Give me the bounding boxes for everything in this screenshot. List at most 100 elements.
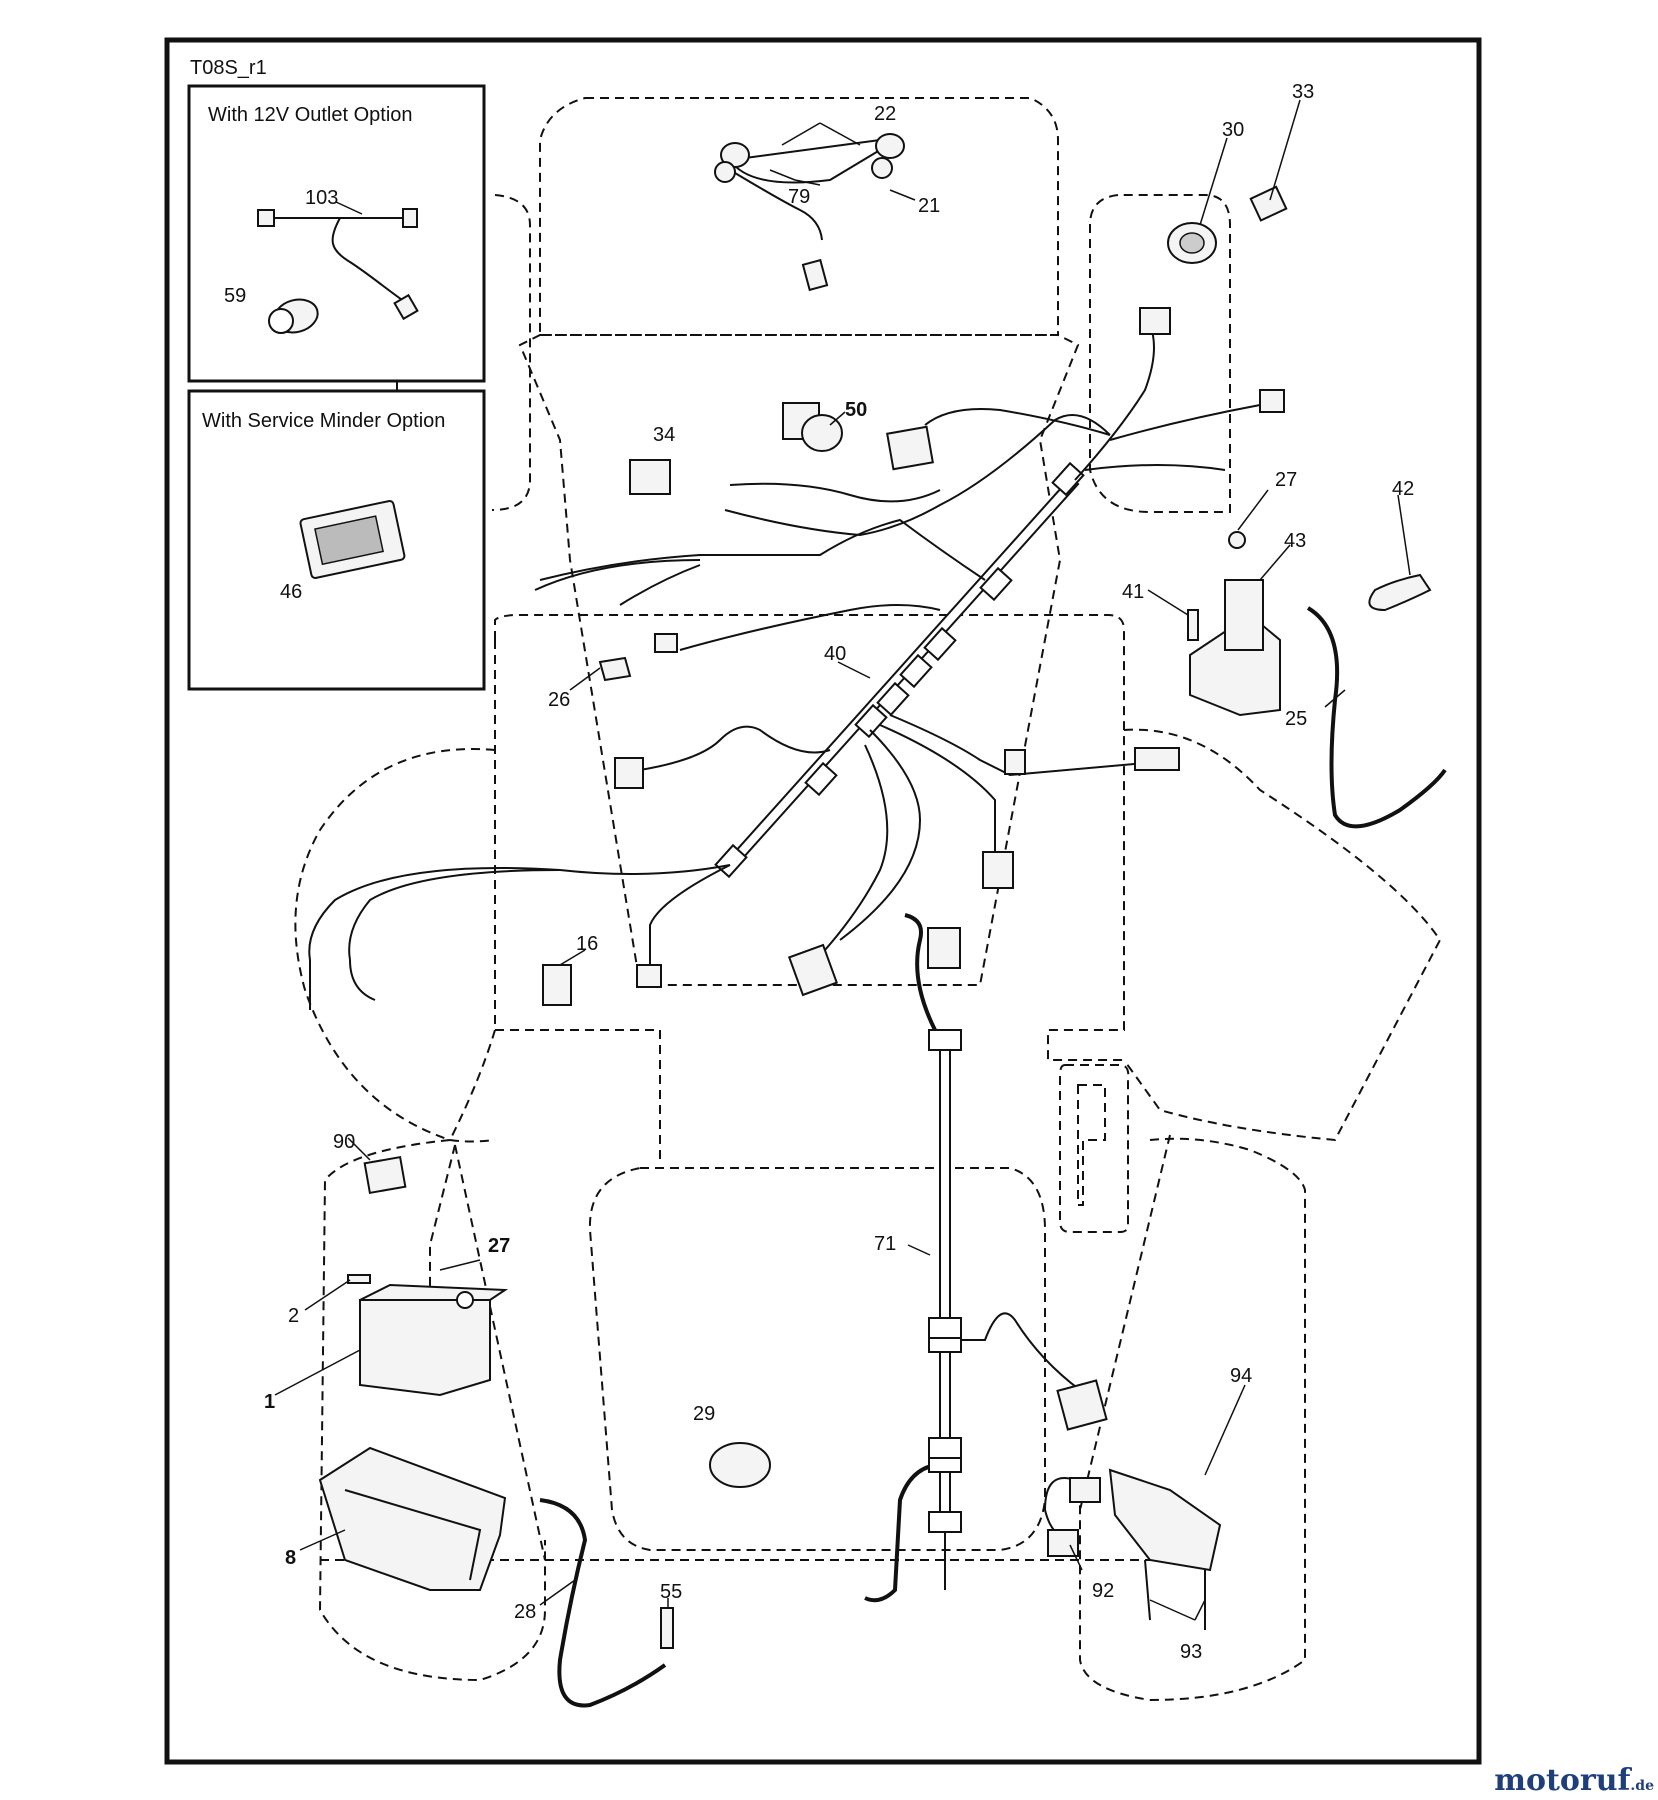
callout-33: 33 (1292, 81, 1314, 103)
callout-93: 93 (1180, 1641, 1202, 1663)
harness-branch-switch34b (724, 414, 1111, 537)
rear-right-link (1079, 1134, 1171, 1511)
callout-8: 8 (285, 1547, 296, 1569)
callout-43: 43 (1284, 530, 1306, 552)
harness-branch-headlight2 (534, 559, 701, 591)
ignition-switch (1167, 222, 1217, 264)
harness-branch-module (639, 725, 831, 771)
right-fender (1123, 728, 1442, 1142)
rear-harness-clips (928, 1029, 962, 1533)
battery-1 (359, 1283, 509, 1397)
chassis-left (494, 640, 661, 1160)
outlet-connector-right (402, 208, 418, 228)
harness-branch-solenoid (1084, 464, 1226, 471)
harness-branch-pto (1109, 404, 1261, 441)
module-connector (787, 943, 839, 997)
callout-28: 28 (514, 1601, 536, 1623)
watermark-brand: motoruf (1494, 1763, 1631, 1798)
harness-branch-down3 (824, 744, 889, 951)
connector-down (982, 851, 1014, 889)
callout-55: 55 (660, 1581, 682, 1603)
callout-16: 16 (576, 933, 598, 955)
outlet-harness (260, 217, 410, 303)
callout-27-top: 27 (1275, 469, 1297, 491)
harness-branch-left-ground2 (348, 869, 561, 1001)
diagram-frame (164, 37, 1482, 1765)
callout-90: 90 (333, 1131, 355, 1153)
callout-50: 50 (845, 399, 867, 421)
callout-46: 46 (280, 581, 302, 603)
harness-branch-ignition (1074, 324, 1155, 481)
callout-40: 40 (824, 643, 846, 665)
callout-labels: 103 59 46 22 79 21 30 33 50 34 27 42 43 … (224, 81, 1414, 1663)
callout-1: 1 (264, 1391, 275, 1413)
harness-branch-left-ground (308, 864, 731, 1010)
diagram-code: T08S_r1 (190, 57, 267, 79)
callout-27-battery: 27 (488, 1235, 510, 1257)
left-wheel-arc (294, 748, 496, 1143)
watermark-tld: .de (1630, 1778, 1654, 1794)
connector-left-mid (614, 757, 644, 789)
harness-branch-down2 (839, 729, 922, 941)
callout-94: 94 (1230, 1365, 1252, 1387)
outlet-option-box (187, 84, 486, 383)
headlight-assembly (714, 133, 905, 292)
callout-41: 41 (1122, 581, 1144, 603)
rear-harness-top (904, 913, 937, 1031)
service-minder-module (299, 500, 406, 579)
harness-branch-down (879, 724, 996, 855)
harness-clips (714, 461, 1085, 879)
callout-34: 34 (653, 424, 675, 446)
service-minder-title: With Service Minder Option (202, 410, 445, 432)
harness-branch-switch34 (729, 482, 941, 503)
callout-79: 79 (788, 186, 810, 208)
battery-bolt-2 (347, 1274, 371, 1284)
right-panel-top (1089, 194, 1231, 513)
connector-26-area (654, 633, 678, 653)
harness-branch-headlight (539, 518, 986, 581)
seat-switch-connector (636, 964, 662, 988)
callout-71: 71 (874, 1233, 896, 1255)
solenoid-43 (1189, 531, 1281, 717)
connector-pto (1259, 389, 1285, 413)
battery-tray-area (318, 1139, 546, 1682)
ignition-key (1249, 185, 1288, 222)
seat-pan (588, 1167, 1046, 1551)
callout-21: 21 (918, 195, 940, 217)
callout-2: 2 (288, 1305, 299, 1327)
outlet-socket-face (268, 308, 294, 334)
bolt-55 (660, 1607, 674, 1649)
connector-rh (1004, 749, 1026, 775)
leaders (274, 99, 1411, 1621)
switch-34 (629, 459, 671, 495)
outlet-connector-end (393, 293, 419, 321)
battery-tray-8 (318, 1446, 507, 1591)
connector-top-right (1139, 307, 1171, 335)
rear-right-area (1079, 1137, 1306, 1702)
left-fender-top (491, 194, 531, 511)
connector-rh-end (1134, 747, 1180, 771)
rear-harness-ground (864, 1463, 936, 1603)
bolt-41 (1187, 609, 1199, 641)
outlet-option-title: With 12V Outlet Option (208, 104, 413, 126)
callout-25: 25 (1285, 708, 1307, 730)
harness-branch-seat (679, 604, 941, 651)
decal-panel (886, 425, 934, 471)
callout-42: 42 (1392, 478, 1414, 500)
relay-90 (363, 1155, 407, 1195)
outlet-connector-left (257, 209, 275, 227)
callout-59: 59 (224, 285, 246, 307)
module-94 (1069, 1468, 1222, 1572)
ground-cable-28 (539, 1498, 667, 1708)
harness-branch-seat-switch (649, 864, 731, 965)
harness-branch-plug (924, 408, 1111, 436)
wheel-well-left (449, 1029, 496, 1141)
callout-22: 22 (874, 103, 896, 125)
rear-top-connector (927, 927, 961, 969)
callout-26: 26 (548, 689, 570, 711)
fuse-26 (598, 656, 632, 682)
rear-harness-branch-94 (955, 1312, 1081, 1391)
leader-103 (335, 201, 363, 215)
callout-92: 92 (1092, 1580, 1114, 1602)
